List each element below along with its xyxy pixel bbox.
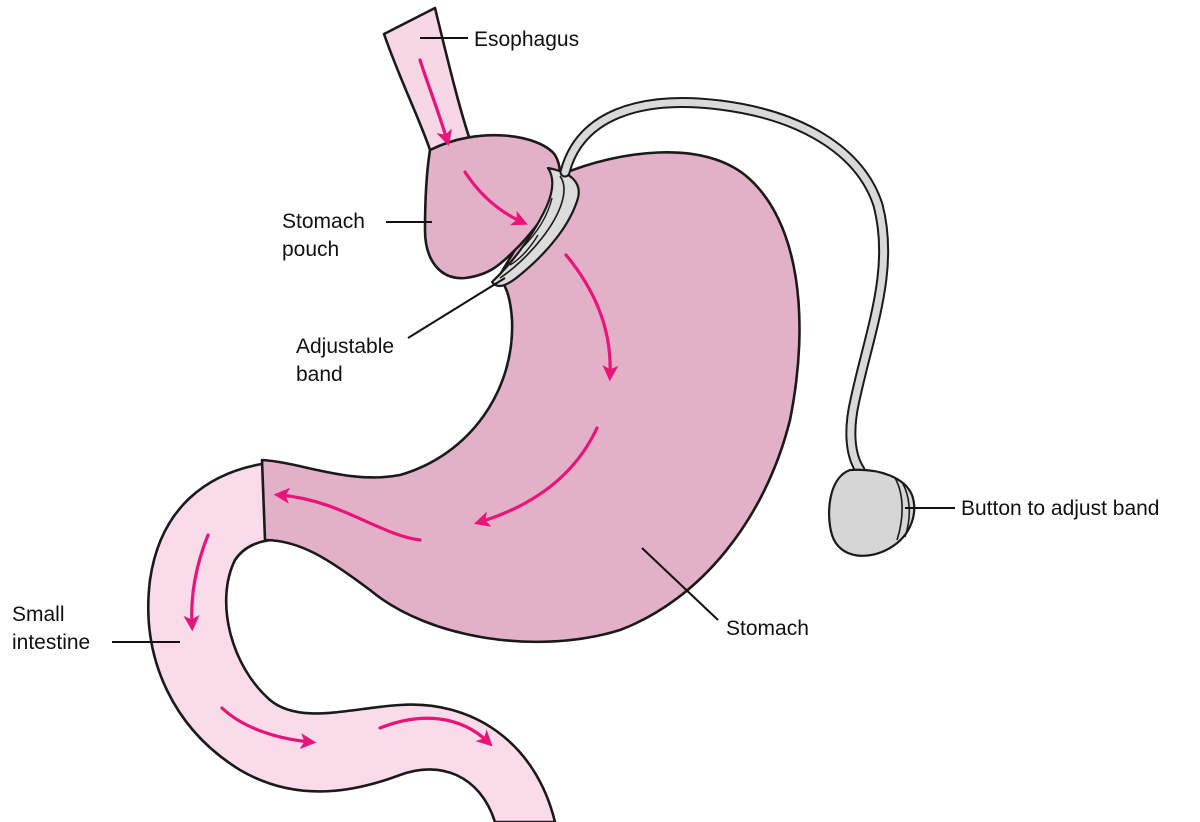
arrow-icon	[463, 170, 528, 226]
leader-stomach	[641, 547, 719, 621]
label-esophagus: Esophagus	[474, 28, 579, 51]
label-stomach: Stomach	[726, 617, 809, 640]
label-small-intestine-1: Small	[12, 603, 65, 626]
stomach-body	[260, 151, 801, 644]
connecting-tube-inner	[561, 99, 888, 474]
label-stomach-pouch-1: Stomach	[282, 210, 365, 233]
label-adjustable-band-2: band	[296, 363, 343, 386]
arrow-icon	[564, 253, 619, 382]
label-stomach-pouch-2: pouch	[282, 238, 339, 261]
port-icon	[827, 468, 916, 557]
arrow-icon	[220, 706, 317, 750]
label-adjustable-band-1: Adjustable	[296, 335, 394, 358]
leader-adjustable-band	[407, 277, 506, 339]
arrow-icon	[183, 533, 210, 632]
arrow-icon	[418, 58, 452, 147]
small-intestine	[147, 460, 557, 822]
label-button: Button to adjust band	[961, 497, 1160, 520]
label-small-intestine-2: intestine	[12, 631, 90, 654]
flow-arrows	[183, 58, 619, 750]
arrow-icon	[473, 426, 599, 527]
arrow-icon	[378, 716, 493, 747]
arrow-icon	[273, 487, 422, 542]
adjustable-band	[490, 166, 580, 288]
stomach-pouch	[423, 133, 561, 280]
